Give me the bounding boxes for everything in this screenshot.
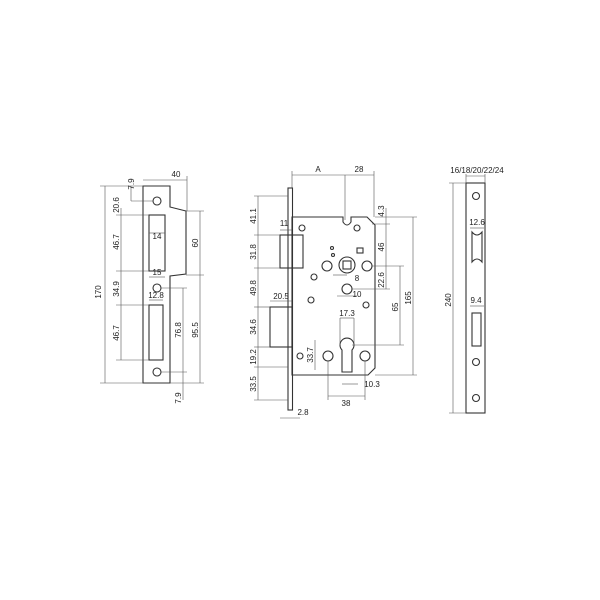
- screw-hole: [152, 196, 162, 206]
- dim-label: 10.3: [364, 380, 380, 389]
- cylinder-cutout: [339, 337, 355, 373]
- dim-label: 240: [444, 293, 453, 307]
- dim-label: 76.8: [174, 322, 183, 338]
- dim-label: 16/18/20/22/24: [450, 166, 504, 175]
- dim-label: 8: [355, 274, 360, 283]
- faceplate-side-view: 16/18/20/22/24 240 12.6 9.4: [444, 166, 504, 414]
- spindle-hub: [338, 256, 356, 274]
- dim-label: 60: [191, 238, 200, 247]
- faceplate-outline: [465, 182, 486, 414]
- dim-label: 12.6: [469, 218, 485, 227]
- dim-label: 38: [342, 399, 351, 408]
- dim-label: 20.5: [273, 292, 289, 301]
- screw-hole: [471, 357, 481, 367]
- lock-body: A 28 41.1 11 31.8 49.8 20.5 34.6 19.2 33…: [249, 165, 417, 419]
- strike-plate-outline: [142, 185, 187, 384]
- dim-label: 14: [153, 232, 162, 241]
- bolt-opening: [471, 312, 482, 347]
- dim-label: 33.5: [249, 376, 258, 392]
- spindle-square: [342, 260, 352, 270]
- dim-label: 165: [404, 291, 413, 305]
- dim-label: 170: [94, 285, 103, 299]
- hole: [322, 350, 334, 362]
- latch-bolt: [279, 234, 304, 269]
- dim-label: 15: [153, 268, 162, 277]
- dim-label: 4.3: [377, 205, 386, 217]
- dim-label: 46: [377, 242, 386, 251]
- hole: [321, 260, 333, 272]
- lock-case: [291, 216, 376, 376]
- dim-label: 31.8: [249, 244, 258, 260]
- dimension-lines: [254, 171, 417, 419]
- dim-label: 11: [280, 219, 289, 228]
- dim-label: 17.3: [339, 309, 355, 318]
- dim-label: 20.6: [112, 197, 121, 213]
- screw-hole: [471, 191, 481, 201]
- dim-label: 19.2: [249, 349, 258, 365]
- dim-label: 12.8: [148, 291, 164, 300]
- hole: [361, 260, 373, 272]
- dim-label: 65: [391, 302, 400, 311]
- dim-label: 34.9: [112, 281, 121, 297]
- small-holes: [296, 224, 370, 360]
- hole: [359, 350, 371, 362]
- dim-label: 95.5: [191, 322, 200, 338]
- dim-label: 10: [353, 290, 362, 299]
- dim-label: 40: [172, 170, 181, 179]
- dim-label: 46.7: [112, 234, 121, 250]
- bolt-slot: [148, 304, 164, 361]
- latch-slot: [148, 214, 166, 272]
- strike-plate: 170 40 7.9 20.6 46.7 14 34.9 15 12.8 46.…: [94, 170, 204, 404]
- dim-label: 49.8: [249, 280, 258, 296]
- dimension-lines: [449, 174, 486, 414]
- dim-label: 2.8: [297, 408, 309, 417]
- dim-label: 46.7: [112, 325, 121, 341]
- dim-label: 34.6: [249, 319, 258, 335]
- dead-bolt: [269, 306, 293, 348]
- screw-hole: [152, 367, 162, 377]
- dim-label: 28: [355, 165, 364, 174]
- dim-label: A: [315, 165, 321, 174]
- screw-hole: [471, 393, 481, 403]
- dim-label: 7.9: [174, 392, 183, 404]
- dimension-lines: [100, 176, 204, 400]
- dim-label: 9.4: [470, 296, 482, 305]
- dim-label: 7.9: [127, 178, 136, 190]
- hole: [341, 283, 353, 295]
- dim-label: 33.7: [306, 347, 315, 363]
- dim-label: 22.6: [377, 272, 386, 288]
- latch-opening: [471, 230, 483, 264]
- dim-label: 41.1: [249, 208, 258, 224]
